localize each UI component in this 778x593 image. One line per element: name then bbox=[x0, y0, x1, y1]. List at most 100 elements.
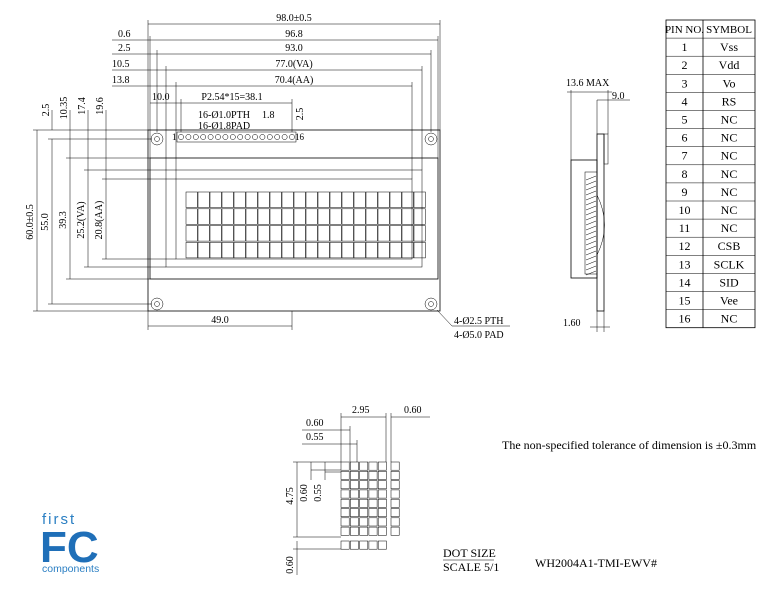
pin-symbol-cell: Vee bbox=[720, 294, 738, 308]
pin-number-cell: 6 bbox=[682, 131, 688, 145]
character-cell bbox=[317, 225, 330, 242]
dim-dot-0-60d: 0.60 bbox=[285, 556, 296, 574]
dot-cell bbox=[390, 461, 400, 471]
character-cell bbox=[197, 225, 210, 242]
dim-pitch: P2.54*15=38.1 bbox=[201, 92, 262, 103]
dot-size-label: DOT SIZE bbox=[443, 546, 496, 560]
dot-cell bbox=[359, 526, 369, 536]
top-dimension-lines bbox=[112, 20, 441, 179]
dot-cell bbox=[350, 471, 359, 480]
dot-cell bbox=[340, 498, 350, 508]
character-cell bbox=[281, 242, 294, 259]
dot-cell bbox=[350, 508, 359, 517]
left-dimension-lines bbox=[33, 110, 176, 312]
cursor-dot-cell bbox=[377, 540, 387, 550]
dot-cell bbox=[350, 498, 359, 508]
hatch-line bbox=[585, 185, 597, 191]
front-view bbox=[33, 20, 510, 330]
pin-pad bbox=[252, 134, 258, 140]
pcb-outline bbox=[147, 129, 441, 312]
cursor-dot-cell bbox=[368, 540, 378, 550]
cursor-dot-cell bbox=[350, 540, 359, 550]
character-cell bbox=[377, 225, 390, 242]
character-cell bbox=[305, 191, 318, 208]
character-cell bbox=[353, 191, 366, 208]
character-cell bbox=[317, 191, 330, 208]
character-cell bbox=[185, 242, 198, 259]
tolerance-note: The non-specified tolerance of dimension… bbox=[502, 438, 757, 452]
mount-hole bbox=[154, 301, 160, 307]
character-cell bbox=[329, 191, 342, 208]
character-cell bbox=[269, 225, 282, 242]
side-view bbox=[567, 90, 630, 332]
dim-dot-0-55b: 0.55 bbox=[313, 484, 324, 502]
dot-cell bbox=[350, 517, 359, 527]
dot-cell bbox=[359, 461, 369, 471]
dot-cell bbox=[368, 517, 378, 527]
character-cell bbox=[209, 242, 222, 259]
dim-77-va: 77.0(VA) bbox=[275, 59, 312, 70]
dot-cell bbox=[368, 526, 378, 536]
dot-cell bbox=[377, 498, 387, 508]
pin-pad bbox=[244, 134, 251, 140]
dot-dimension-labels: 2.95 0.60 0.60 0.55 4.75 0.60 0.55 0.60 bbox=[285, 405, 422, 574]
pin-symbol-cell: NC bbox=[721, 185, 738, 199]
dot-cell bbox=[350, 489, 359, 499]
character-cell bbox=[305, 208, 318, 225]
mount-hole bbox=[154, 136, 160, 142]
dot-cell bbox=[359, 480, 369, 490]
pin-table-header-pin: PIN NO. bbox=[665, 24, 704, 36]
dot-detail bbox=[293, 413, 430, 575]
character-cell bbox=[389, 191, 402, 208]
character-cell bbox=[257, 191, 270, 208]
character-cell bbox=[257, 208, 270, 225]
scale-label: SCALE 5/1 bbox=[443, 560, 499, 574]
pin-pad bbox=[266, 134, 273, 140]
pin-pad bbox=[185, 134, 192, 140]
hatch-line bbox=[585, 240, 597, 246]
dot-cell bbox=[340, 480, 350, 490]
character-cell bbox=[245, 242, 258, 259]
character-cell bbox=[341, 225, 354, 242]
character-cell bbox=[377, 208, 390, 225]
character-cell bbox=[209, 191, 222, 208]
model-number: WH2004A1-TMI-EWV# bbox=[535, 556, 657, 570]
dim-96-8: 96.8 bbox=[285, 29, 303, 40]
pin-1-label: 1 bbox=[172, 132, 177, 142]
character-cell bbox=[317, 208, 330, 225]
dot-grid bbox=[340, 461, 400, 550]
character-cell bbox=[413, 191, 426, 208]
dim-dot-2-95: 2.95 bbox=[352, 405, 370, 416]
mount-hole bbox=[428, 301, 434, 307]
pin-symbol-cell: NC bbox=[721, 167, 738, 181]
hatch-line bbox=[585, 250, 597, 256]
dot-cell bbox=[340, 517, 350, 527]
first-components-logo: first FC components bbox=[40, 511, 99, 575]
character-cell bbox=[401, 225, 414, 242]
dim-10-0: 10.0 bbox=[152, 92, 170, 103]
dot-cell bbox=[390, 480, 400, 490]
hatch-line bbox=[585, 195, 597, 201]
dot-cell bbox=[377, 489, 387, 499]
character-cell bbox=[221, 242, 234, 259]
pin-number-cell: 15 bbox=[679, 294, 691, 308]
character-cell bbox=[221, 208, 234, 225]
logo-components: components bbox=[42, 563, 99, 575]
dim-13-6-max: 13.6 MAX bbox=[566, 78, 610, 89]
hatch-line bbox=[585, 210, 597, 216]
hatch-line bbox=[585, 200, 597, 206]
pin-symbol-cell: RS bbox=[722, 94, 737, 108]
dot-cell bbox=[350, 461, 359, 471]
dim-dot-0-60a: 0.60 bbox=[404, 405, 422, 416]
character-cell bbox=[329, 225, 342, 242]
pin-pad bbox=[274, 134, 281, 140]
character-cell bbox=[209, 208, 222, 225]
dim-dot-0-60c: 0.60 bbox=[299, 484, 310, 502]
character-cell bbox=[341, 242, 354, 259]
logo-fc: FC bbox=[40, 523, 99, 572]
character-cell bbox=[281, 191, 294, 208]
pin-pad bbox=[192, 134, 199, 140]
dot-cell bbox=[377, 480, 387, 490]
character-cell bbox=[329, 242, 342, 259]
